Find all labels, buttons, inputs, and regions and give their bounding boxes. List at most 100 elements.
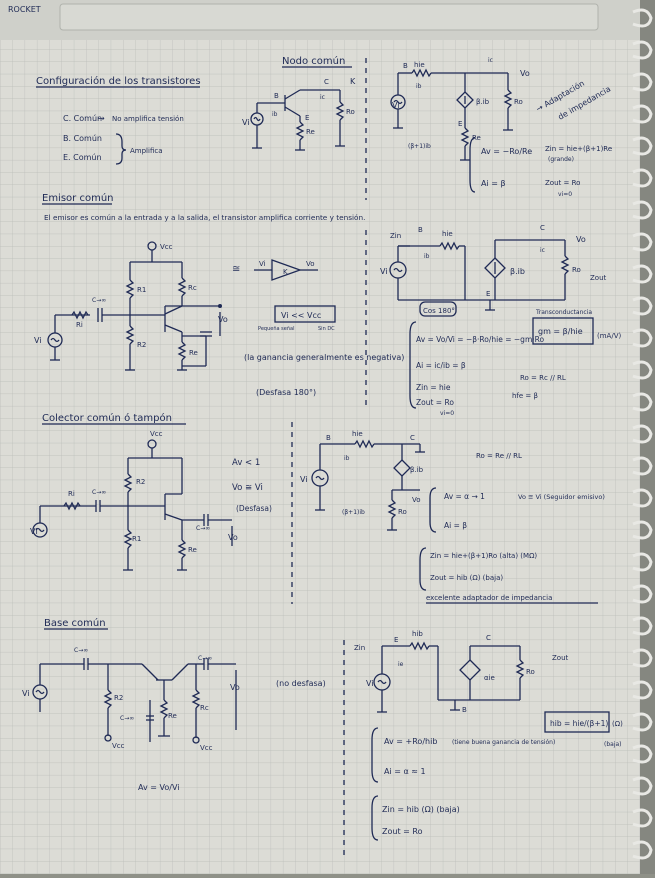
nodo-re-label: Re [306, 128, 315, 136]
svg-text:Zout: Zout [552, 654, 569, 662]
cb-heading: Base común [44, 617, 106, 629]
nodo-ro-label: Ro [346, 108, 355, 116]
spiral-ring [632, 72, 653, 92]
svg-text:β.ib: β.ib [510, 267, 525, 276]
nodo-eq-re: Re [472, 134, 481, 142]
cc-heading: Colector común ó tampón [42, 412, 172, 424]
svg-text:Zout: Zout [590, 274, 607, 282]
spiral-ring [632, 840, 653, 860]
svg-text:Vcc: Vcc [150, 430, 163, 438]
spiral-ring [632, 648, 653, 668]
summary-cc: C. Común [63, 114, 102, 123]
ce-heading: Emisor común [42, 192, 114, 204]
spiral-ring [632, 456, 653, 476]
svg-text:B: B [462, 706, 467, 714]
spiral-ring [632, 8, 653, 28]
spiral-binding [640, 0, 655, 874]
ce-amp-symbol: Vi K Vo [254, 259, 318, 281]
cc-ai: Ai = β [444, 521, 467, 530]
svg-text:C→∞: C→∞ [74, 647, 88, 654]
cb-zin: Zin = hib (Ω) (baja) [382, 805, 460, 814]
cb-hib-note: (baja) [604, 741, 622, 748]
svg-text:Vo: Vo [412, 496, 421, 504]
svg-text:Vo: Vo [576, 235, 586, 244]
ce-nodc: Sin DC [318, 326, 335, 332]
ce-equivalent-circuit: Zin Vi B hie ib C ic Vo β.ib Ro Zout E [380, 224, 607, 311]
ce-zout-sub: vi=0 [440, 410, 454, 417]
ce-small: Pequeña señal [258, 326, 294, 332]
ce-gain-note: (la ganancia generalmente es negativa) [244, 353, 404, 362]
svg-text:B: B [418, 226, 423, 234]
svg-text:hie: hie [442, 230, 453, 238]
ce-vi-vcc-box [274, 305, 336, 323]
spiral-ring [632, 104, 653, 124]
svg-text:Ro: Ro [572, 266, 581, 274]
nodo-e-label: E [305, 114, 309, 122]
nodo-heading: Nodo común [282, 55, 345, 67]
cc-vo: Vo ≅ Vi [232, 483, 263, 493]
header-box [59, 3, 599, 31]
cb-equivalent-circuit: Zin Vi E hib ie C αie Ro B Zout [354, 630, 569, 714]
svg-text:Rc: Rc [200, 704, 209, 712]
svg-text:≅: ≅ [232, 264, 240, 275]
spiral-ring [632, 616, 653, 636]
cc-av2: Av = α → 1 [444, 492, 485, 501]
svg-text:(β+1)ib: (β+1)ib [342, 509, 365, 516]
cb-av-bottom: Av = Vo/Vi [138, 783, 180, 792]
nodo-eq-vo: Vo [520, 69, 530, 78]
ce-cos: Cos 180° [423, 307, 455, 315]
page-title: Configuración de los transistores [36, 75, 201, 87]
ce-hfe: hfe = β [512, 392, 538, 400]
svg-text:Vi: Vi [366, 679, 374, 688]
svg-text:Vcc: Vcc [112, 742, 125, 750]
svg-text:Vcc: Vcc [200, 744, 213, 752]
svg-text:E: E [486, 290, 490, 298]
ce-re: Re [189, 349, 198, 357]
brand-logo: ROCKET [8, 5, 41, 14]
ce-r1: R1 [137, 286, 146, 294]
ce-ri: Ri [76, 321, 83, 329]
nodo-eq2c: vi=0 [558, 191, 572, 198]
ce-gm-label: Transconductancia [535, 309, 592, 316]
spiral-ring [632, 392, 653, 412]
ce-phase: (Desfasa 180°) [256, 388, 316, 397]
cc-av2b: Vo ≅ Vi (Seguidor emisivo) [518, 493, 605, 501]
summary-amp: Amplifica [130, 147, 163, 155]
svg-text:Ri: Ri [68, 490, 75, 498]
svg-text:Re: Re [168, 712, 177, 720]
svg-text:Vi: Vi [259, 260, 266, 268]
svg-text:C: C [540, 224, 545, 232]
svg-text:R1: R1 [132, 535, 141, 543]
nodo-eq1: Av = −Ro/Re [481, 147, 532, 156]
cb-av-note: (tiene buena ganancia de tensión) [452, 739, 555, 746]
nodo-eq-ro: Ro [514, 98, 523, 106]
svg-text:hie: hie [352, 430, 363, 438]
spiral-ring [632, 808, 653, 828]
ce-ai: Ai = ic/ib = β [416, 361, 466, 370]
spiral-ring [632, 296, 653, 316]
spiral-ring [632, 168, 653, 188]
cc-av: Av < 1 [232, 458, 260, 468]
spiral-ring [632, 232, 653, 252]
summary-ce: E. Común [63, 153, 102, 162]
svg-text:→: → [98, 114, 105, 123]
spiral-ring [632, 680, 653, 700]
cc-ro: Ro = Re // RL [476, 452, 522, 460]
spiral-ring [632, 712, 653, 732]
svg-text:Re: Re [188, 546, 197, 554]
spiral-ring [632, 136, 653, 156]
svg-text:R2: R2 [114, 694, 123, 702]
cb-hib: hib = hie/(β+1) [550, 719, 608, 728]
svg-text:Vi: Vi [22, 689, 30, 698]
cc-adapt: excelente adaptador de impedancia [426, 594, 552, 602]
cc-zout: Zout = hib (Ω) (baja) [430, 574, 503, 582]
nodo-c-label: C [324, 78, 329, 86]
nodo-ic-label: ic [320, 94, 325, 101]
nodo-eq-e: E [458, 120, 462, 128]
nodo-ib-label: ib [272, 111, 278, 118]
nodo-eq-bib: β.ib [476, 98, 490, 106]
spiral-ring [632, 488, 653, 508]
svg-text:ic: ic [540, 247, 545, 254]
